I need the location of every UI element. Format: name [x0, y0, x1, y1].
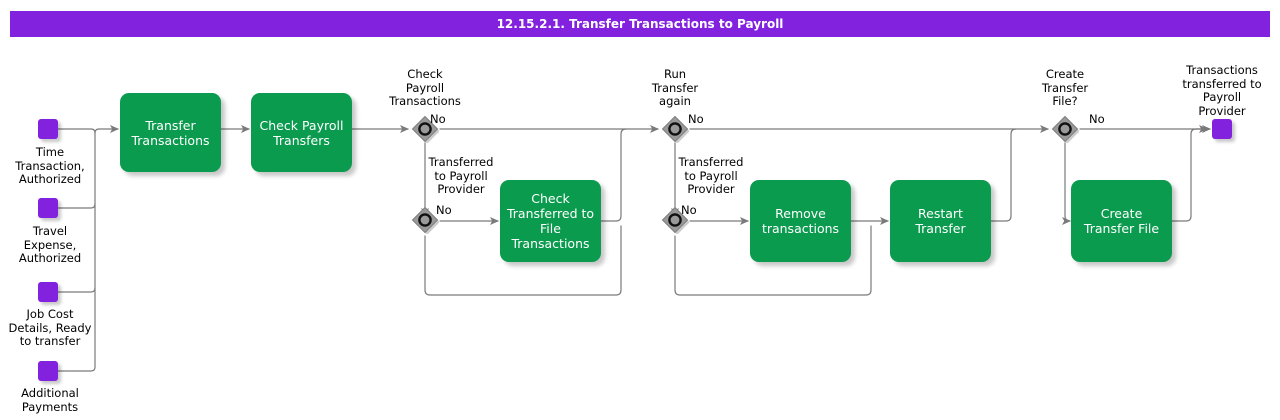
start-event-additional-payments[interactable] [38, 361, 58, 381]
gateway-check-payroll-transactions-label: Check Payroll Transactions [389, 67, 461, 108]
gateway-transferred-to-payroll-provider-1-label: Transferred to Payroll Provider [428, 155, 494, 196]
start-event-time-transaction[interactable] [38, 119, 58, 139]
task-remove-transactions[interactable]: Remove transactions [750, 180, 851, 262]
task-transfer-transactions[interactable]: Transfer Transactions [120, 93, 221, 172]
gateway-transferred-to-payroll-provider-2[interactable] [661, 206, 689, 234]
start-event-job-cost-details[interactable] [38, 282, 58, 302]
start-event-travel-expense[interactable] [38, 198, 58, 218]
start-event-travel-expense-label: Travel Expense, Authorized [18, 224, 82, 265]
task-restart-transfer[interactable]: Restart Transfer [890, 180, 991, 262]
gateway-transferred-to-payroll-provider-2-label: Transferred to Payroll Provider [678, 155, 744, 196]
flow-label-no-3: No [688, 112, 704, 126]
flow-label-no-1: No [430, 112, 446, 126]
gateway-transferred-to-payroll-provider-1[interactable] [411, 206, 439, 234]
start-event-additional-payments-label: Additional Payments [21, 386, 79, 414]
start-event-job-cost-details-label: Job Cost Details, Ready to transfer [8, 307, 92, 348]
flow-label-no-5: No [1089, 112, 1105, 126]
gateway-run-transfer-again-label: Run Transfer again [651, 67, 699, 108]
gateway-create-transfer-file[interactable] [1051, 115, 1079, 143]
task-create-transfer-file[interactable]: Create Transfer File [1071, 180, 1172, 262]
page-title: 12.15.2.1. Transfer Transactions to Payr… [496, 17, 784, 31]
gateway-check-payroll-transactions[interactable] [411, 115, 439, 143]
end-event-transactions-transferred-to-payroll-provider[interactable] [1212, 119, 1232, 139]
flow-label-no-2: No [436, 203, 452, 217]
task-check-transferred-to-file-transactions[interactable]: Check Transferred to File Transactions [500, 180, 601, 262]
gateway-create-transfer-file-label: Create Transfer File? [1041, 67, 1089, 108]
task-check-payroll-transfers[interactable]: Check Payroll Transfers [251, 93, 352, 172]
end-event-transactions-transferred-label: Transactions transferred to Payroll Prov… [1182, 63, 1262, 118]
flow-label-no-4: No [681, 203, 697, 217]
diagram-title-bar: 12.15.2.1. Transfer Transactions to Payr… [10, 11, 1270, 37]
start-event-time-transaction-label: Time Transaction, Authorized [15, 145, 85, 186]
gateway-run-transfer-again[interactable] [661, 115, 689, 143]
